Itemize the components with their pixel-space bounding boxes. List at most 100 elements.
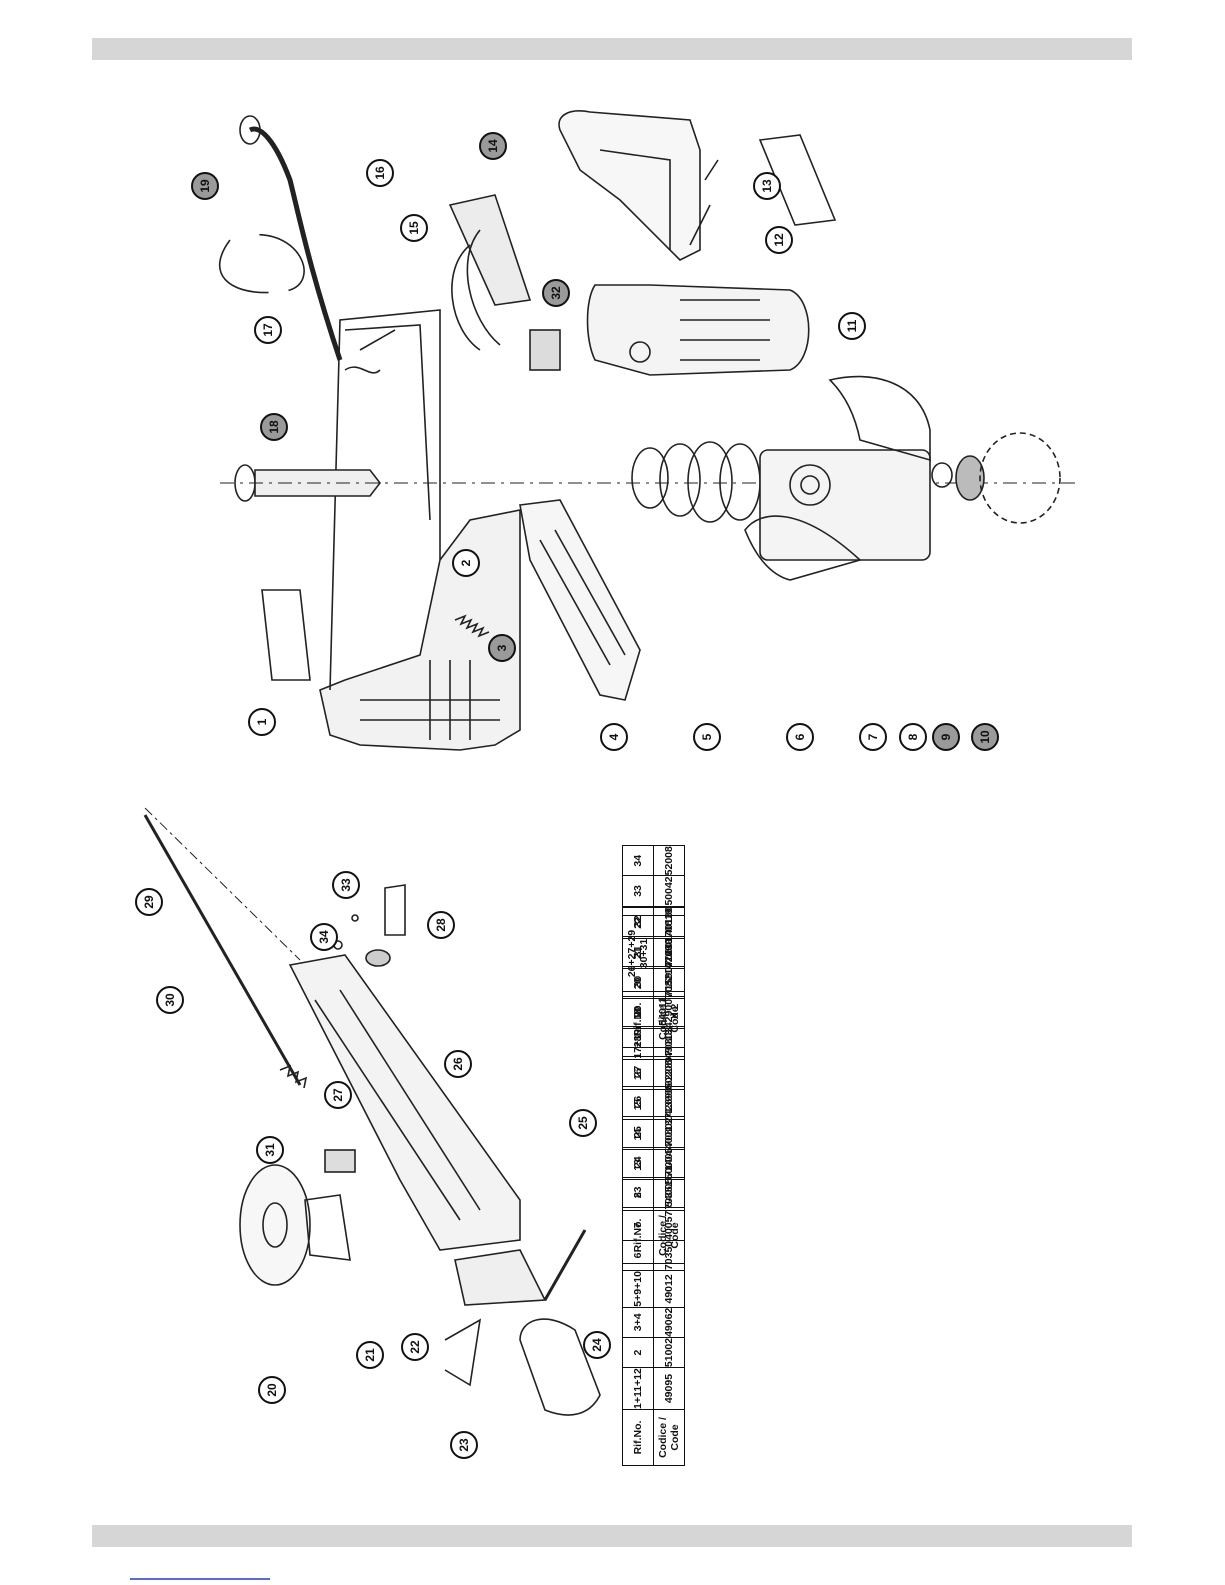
callout-11: 11 bbox=[838, 312, 866, 340]
callout-13: 13 bbox=[753, 172, 781, 200]
pusher-rod bbox=[143, 814, 302, 1086]
callout-number: 1 bbox=[255, 718, 269, 725]
callout-28: 28 bbox=[427, 911, 455, 939]
callout-15: 15 bbox=[400, 214, 428, 242]
callout-26: 26 bbox=[444, 1050, 472, 1078]
disc-outline bbox=[979, 432, 1061, 524]
callout-33: 33 bbox=[332, 871, 360, 899]
half-shell-right bbox=[828, 375, 931, 462]
callout-9: 9 bbox=[932, 723, 960, 751]
callout-27: 27 bbox=[324, 1081, 352, 1109]
callout-number: 30 bbox=[163, 993, 177, 1007]
switch-part bbox=[529, 329, 561, 371]
callout-number: 18 bbox=[267, 420, 281, 434]
table-cell-code: 49012 bbox=[653, 1270, 685, 1308]
table-cell-ref: 27 bbox=[622, 1056, 654, 1087]
table-cell-code: 62289 bbox=[653, 1056, 685, 1087]
header-ref: Rif.No. bbox=[622, 991, 654, 1048]
slider-block bbox=[324, 1149, 356, 1173]
table-cell-ref: 5+9+10 bbox=[622, 1270, 654, 1308]
table-cell-ref: 3+4 bbox=[622, 1307, 654, 1338]
callout-number: 12 bbox=[772, 233, 786, 247]
half-shell-left bbox=[744, 515, 862, 581]
callout-32: 32 bbox=[542, 279, 570, 307]
callout-19: 19 bbox=[191, 172, 219, 200]
torsion-spring bbox=[444, 1318, 482, 1387]
header-code: Codice / Code bbox=[653, 1409, 685, 1466]
callout-number: 32 bbox=[549, 286, 563, 300]
callout-number: 21 bbox=[363, 1348, 377, 1362]
callout-number: 19 bbox=[198, 179, 212, 193]
stud-part bbox=[384, 884, 406, 936]
callout-22: 22 bbox=[401, 1333, 429, 1361]
callout-14: 14 bbox=[479, 132, 507, 160]
callout-5: 5 bbox=[693, 723, 721, 751]
table-cell-code: 42899 bbox=[653, 915, 685, 992]
table-cell-code: 51002 bbox=[653, 1337, 685, 1368]
callout-number: 2 bbox=[459, 559, 473, 566]
shaft-part bbox=[220, 464, 1080, 502]
callout-number: 23 bbox=[457, 1438, 471, 1452]
callout-number: 4 bbox=[607, 733, 621, 740]
table-cell-code: 50042 bbox=[653, 875, 685, 907]
callout-17: 17 bbox=[254, 316, 282, 344]
drum-part bbox=[759, 449, 931, 561]
label-plate bbox=[261, 589, 311, 681]
callout-21: 21 bbox=[356, 1341, 384, 1369]
callout-number: 15 bbox=[407, 221, 421, 235]
table-cell-ref: 34 bbox=[622, 845, 654, 876]
callout-number: 31 bbox=[263, 1143, 277, 1157]
callout-10: 10 bbox=[971, 723, 999, 751]
spring-part bbox=[454, 614, 490, 638]
table-cell-ref: 24 bbox=[622, 1147, 654, 1178]
table-cell-ref: 26+27+29 30+31 bbox=[622, 915, 654, 992]
callout-29: 29 bbox=[135, 888, 163, 916]
callout-7: 7 bbox=[859, 723, 887, 751]
table-cell-code: 49095 bbox=[653, 1367, 685, 1410]
callout-number: 6 bbox=[793, 733, 807, 740]
pusher-spring bbox=[279, 1064, 308, 1089]
label-plate-right bbox=[758, 134, 837, 226]
handle-plate bbox=[558, 110, 701, 261]
callout-number: 17 bbox=[261, 323, 275, 337]
callout-16: 16 bbox=[366, 159, 394, 187]
table-cell-ref: 1+11+12 bbox=[622, 1367, 654, 1410]
trigger-plate-part bbox=[454, 1249, 547, 1306]
screw-33 bbox=[351, 914, 359, 922]
motor-part bbox=[586, 284, 810, 376]
guide-plate-part bbox=[519, 1318, 601, 1416]
callout-number: 28 bbox=[434, 918, 448, 932]
circuit-board-part bbox=[448, 194, 532, 351]
switch-bar-part bbox=[519, 499, 641, 701]
callout-number: 29 bbox=[142, 895, 156, 909]
callout-number: 10 bbox=[978, 730, 992, 744]
callout-25: 25 bbox=[569, 1109, 597, 1137]
callout-number: 22 bbox=[408, 1340, 422, 1354]
coil-spring-part bbox=[631, 441, 761, 523]
callout-number: 20 bbox=[265, 1383, 279, 1397]
callout-4: 4 bbox=[600, 723, 628, 751]
callout-number: 34 bbox=[317, 930, 331, 944]
callout-3: 3 bbox=[488, 634, 516, 662]
screw-12 bbox=[689, 204, 711, 246]
screw-13 bbox=[704, 159, 719, 181]
callout-8: 8 bbox=[899, 723, 927, 751]
callout-20: 20 bbox=[258, 1376, 286, 1404]
table-cell-code: 54005 bbox=[653, 1177, 685, 1208]
bushing-part bbox=[365, 949, 391, 967]
pin-part bbox=[543, 1229, 587, 1301]
header-ref: Rif.No. bbox=[622, 1207, 654, 1264]
callout-34: 34 bbox=[310, 923, 338, 951]
footer-link-underline bbox=[130, 1578, 270, 1580]
table-cell-code: 70802 bbox=[653, 1116, 685, 1148]
callout-1: 1 bbox=[248, 708, 276, 736]
table-cell-ref: 2 bbox=[622, 1337, 654, 1368]
callout-number: 25 bbox=[576, 1116, 590, 1130]
callout-number: 24 bbox=[590, 1338, 604, 1352]
callout-number: 14 bbox=[486, 139, 500, 153]
table-cell-code: 71405 bbox=[653, 1147, 685, 1178]
